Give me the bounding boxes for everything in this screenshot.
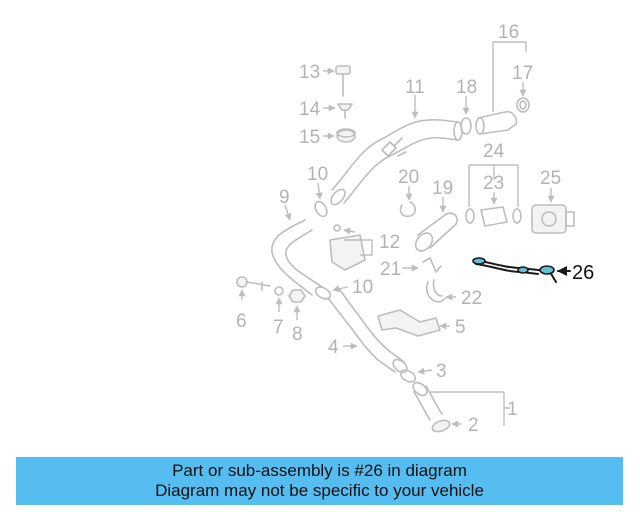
banner-line-2: Diagram may not be specific to your vehi… [155, 481, 484, 500]
part-26-highlighted-line[interactable]: 26 [472, 257, 594, 284]
part-20-clip: 20 [398, 167, 419, 218]
callout-17[interactable]: 17 [512, 63, 533, 84]
part-21-clip: 21 [380, 257, 442, 280]
part-info-banner: Part or sub-assembly is #26 in diagram D… [16, 457, 623, 505]
callout-8[interactable]: 8 [292, 324, 303, 345]
part-22-hose: 22 [425, 279, 482, 309]
part-19-hose: 19 [414, 178, 458, 252]
callout-10-upper[interactable]: 10 [307, 164, 328, 185]
part-16-hose: 16 [475, 22, 527, 135]
callout-15[interactable]: 15 [299, 127, 320, 148]
callout-4[interactable]: 4 [328, 337, 339, 358]
part-13-bolt: 13 [299, 62, 351, 97]
callout-14[interactable]: 14 [299, 99, 321, 120]
part-15-grommet: 15 [299, 127, 356, 148]
part-4-lower-pipe: 4 [327, 289, 408, 374]
callout-25[interactable]: 25 [540, 168, 561, 189]
callout-21[interactable]: 21 [380, 259, 401, 280]
part-24-hose-assembly: 24 23 [465, 141, 522, 227]
callout-12[interactable]: 12 [379, 232, 400, 253]
part-14-clip: 14 [299, 99, 353, 120]
callout-11[interactable]: 11 [405, 77, 425, 98]
callout-10-lower[interactable]: 10 [352, 277, 373, 298]
part-10-clamp-lower: 10 [314, 277, 373, 300]
part-5-bracket: 5 [377, 309, 466, 338]
callout-22[interactable]: 22 [461, 288, 482, 309]
callout-9[interactable]: 9 [279, 187, 290, 208]
banner-line-1: Part or sub-assembly is #26 in diagram [172, 461, 467, 480]
part-12-bracket: 12 [329, 224, 400, 271]
callout-24[interactable]: 24 [483, 141, 505, 162]
part-11-intake-pipe: 11 [330, 77, 463, 206]
callout-2[interactable]: 2 [468, 415, 479, 436]
part-3-clamp: 3 [399, 361, 447, 383]
part-7-washer: 7 [273, 286, 284, 338]
callout-19[interactable]: 19 [432, 178, 453, 199]
part-8-nut: 8 [288, 289, 306, 345]
callout-13[interactable]: 13 [299, 62, 320, 83]
part-18-clamp: 18 [456, 77, 477, 135]
part-9-hose: 9 [271, 187, 323, 296]
part-2-cap: 2 [431, 415, 479, 436]
callout-20[interactable]: 20 [398, 167, 419, 188]
part-1-lower-hose: 1 [412, 381, 518, 426]
part-6-bolt: 6 [236, 276, 271, 332]
part-10-clamp-upper: 10 [307, 164, 328, 218]
callout-18[interactable]: 18 [456, 77, 477, 98]
part-17-ring: 17 [512, 63, 533, 113]
callout-16[interactable]: 16 [498, 22, 519, 43]
callout-1[interactable]: 1 [507, 399, 518, 420]
callout-26[interactable]: 26 [572, 262, 594, 284]
callout-6[interactable]: 6 [236, 311, 247, 332]
part-25-valve: 25 [531, 168, 575, 234]
callout-7[interactable]: 7 [273, 317, 284, 338]
callout-5[interactable]: 5 [455, 317, 466, 338]
callout-23[interactable]: 23 [483, 173, 504, 194]
callout-3[interactable]: 3 [436, 361, 447, 382]
parts-diagram: 13 14 15 11 18 16 [236, 22, 594, 436]
